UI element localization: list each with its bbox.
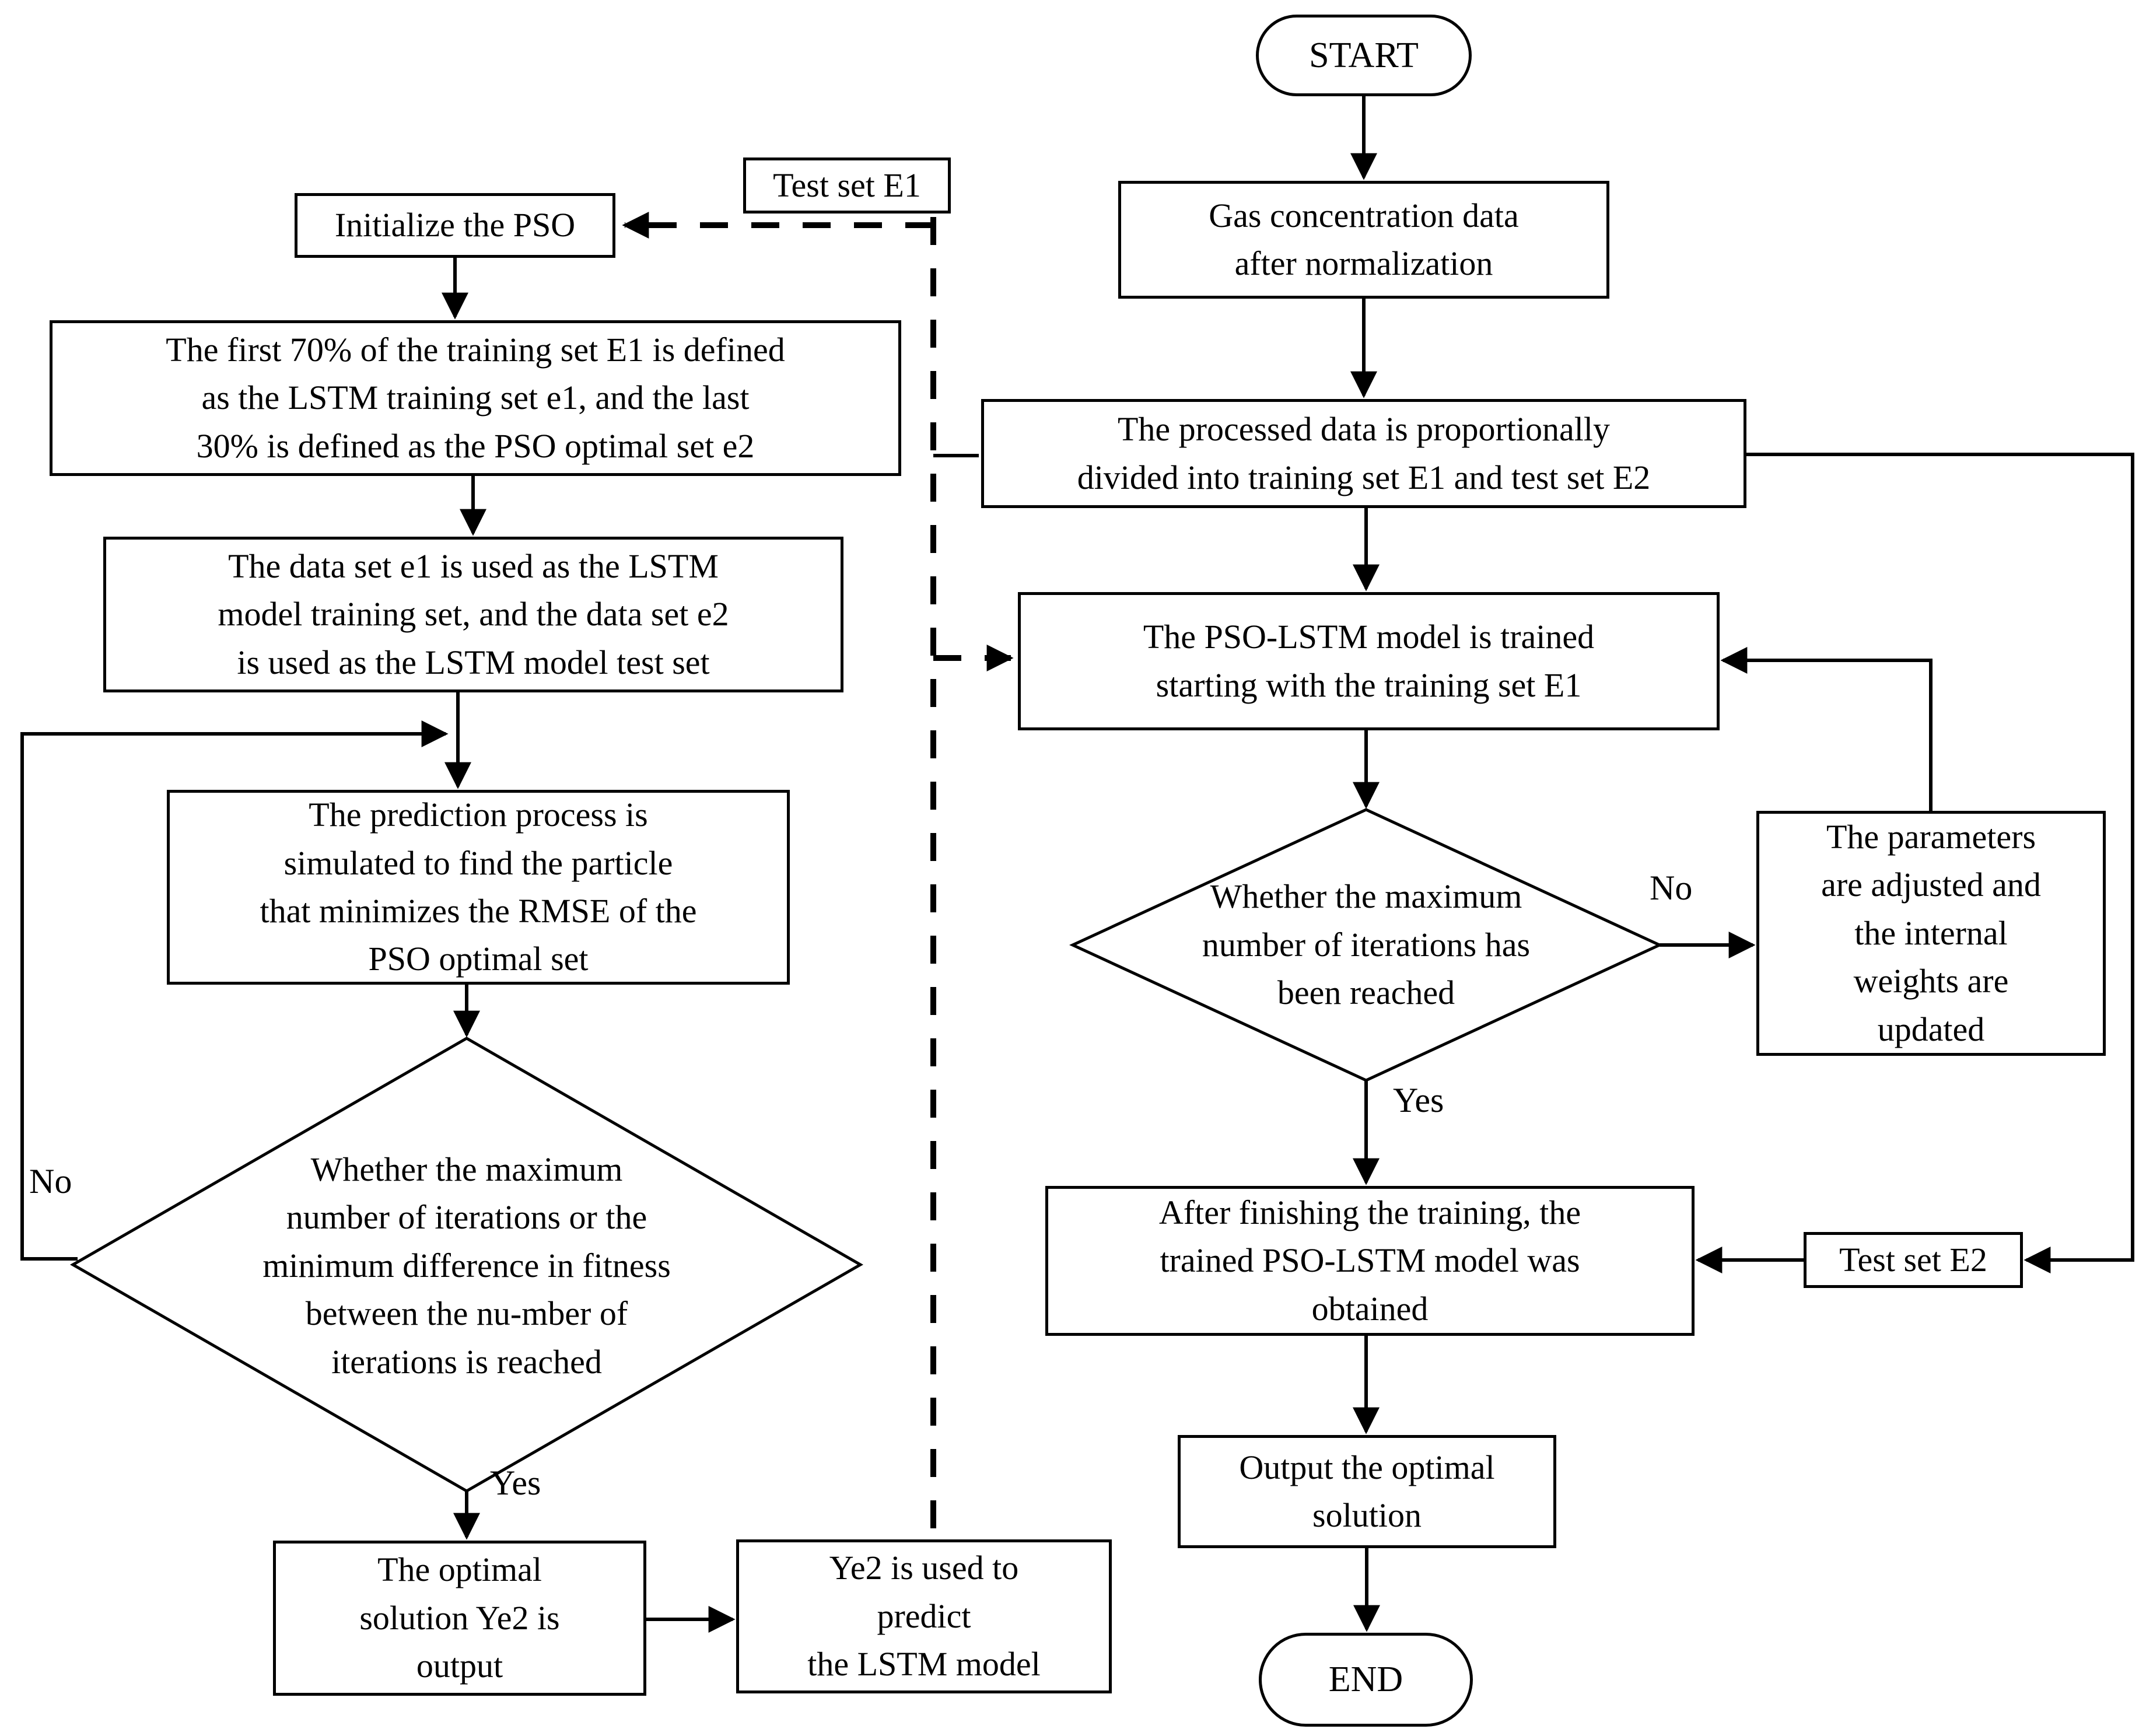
end-terminal: END xyxy=(1259,1633,1473,1727)
output-solution-process: Output the optimal solution xyxy=(1178,1435,1556,1548)
iterations-fitness-decision-text: Whether the maximum number of iterations… xyxy=(262,1150,671,1381)
left-yes-label: Yes xyxy=(490,1464,541,1502)
edge-params-psolstm xyxy=(1720,647,1933,811)
left-decision-diamond xyxy=(69,1037,864,1493)
ye2-predict-process: Ye2 is used to predict the LSTM model xyxy=(736,1539,1112,1693)
test-set-e2-data: Test set E2 xyxy=(1804,1232,2023,1288)
trained-model-process: After finishing the training, the traine… xyxy=(1045,1186,1695,1336)
edge-decision-no-loop xyxy=(20,720,449,1261)
prediction-simulation-process: The prediction process is simulated to f… xyxy=(167,790,790,985)
split-70-30-process: The first 70% of the training set E1 is … xyxy=(50,320,901,476)
initialize-pso-process: Initialize the PSO xyxy=(295,193,615,258)
pso-lstm-training-process: The PSO-LSTM model is trained starting w… xyxy=(1018,592,1720,730)
left-no-label: No xyxy=(29,1162,72,1200)
max-iterations-decision-text: Whether the maximum number of iterations… xyxy=(1202,877,1531,1012)
edge-processed-teste2-loop xyxy=(1746,453,2134,1273)
right-no-label: No xyxy=(1650,869,1693,907)
test-set-e1-data: Test set E1 xyxy=(743,158,951,214)
split-train-test-process: The processed data is proportionally div… xyxy=(981,399,1746,508)
right-decision-diamond xyxy=(1069,808,1663,1082)
adjust-parameters-process: The parameters are adjusted and the inte… xyxy=(1756,811,2106,1056)
start-terminal: START xyxy=(1256,15,1472,96)
gas-normalization-process: Gas concentration data after normalizati… xyxy=(1118,181,1609,299)
dataset-e1-e2-process: The data set e1 is used as the LSTM mode… xyxy=(103,537,843,692)
right-yes-label: Yes xyxy=(1393,1081,1444,1119)
optimal-solution-ye2-process: The optimal solution Ye2 is output xyxy=(273,1541,646,1696)
